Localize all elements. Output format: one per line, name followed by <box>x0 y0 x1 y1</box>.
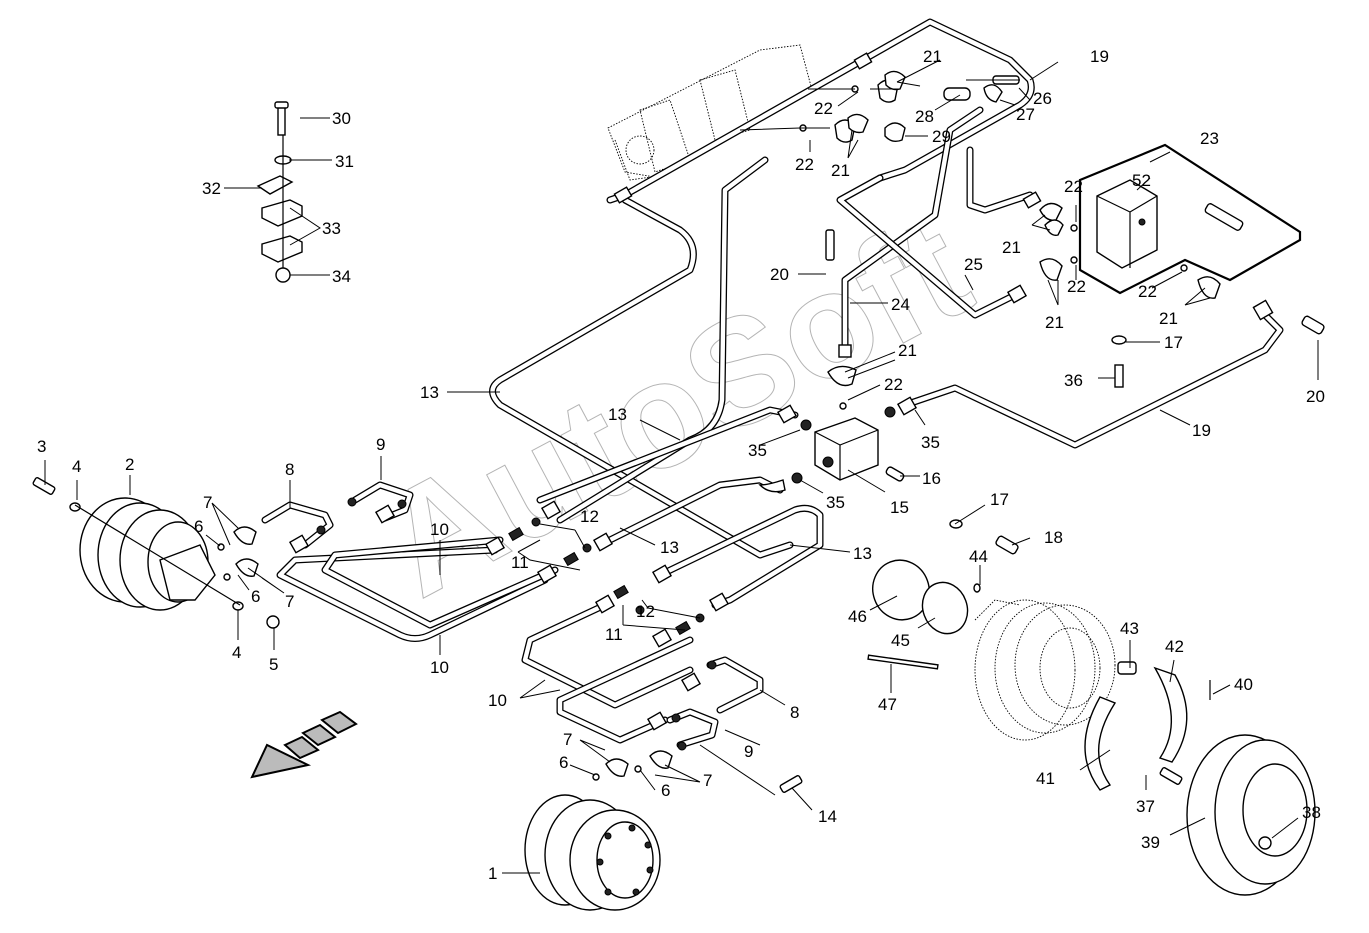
callout-22: 22 <box>1064 177 1083 196</box>
callout-21: 21 <box>898 341 917 360</box>
pipe-13-right-loop <box>656 504 824 609</box>
callout-44: 44 <box>969 547 988 566</box>
callout-6: 6 <box>194 517 203 536</box>
callout-4: 4 <box>232 643 241 662</box>
callout-22: 22 <box>1067 277 1086 296</box>
pipe-clamp-assembly <box>256 101 303 283</box>
callout-36: 36 <box>1064 371 1083 390</box>
travel-motor-right <box>974 599 1116 741</box>
callout-12: 12 <box>580 507 599 526</box>
callout-22: 22 <box>795 155 814 174</box>
callout-23: 23 <box>1200 129 1219 148</box>
callout-22: 22 <box>884 375 903 394</box>
callout-9: 9 <box>376 435 385 454</box>
callout-11: 11 <box>605 625 623 644</box>
callout-41: 41 <box>1036 769 1055 788</box>
callout-11: 11 <box>511 553 529 572</box>
callout-24: 24 <box>891 295 910 314</box>
callout-43: 43 <box>1120 619 1139 638</box>
callout-15: 15 <box>890 498 909 517</box>
callout-20: 20 <box>1306 387 1325 406</box>
callout-35: 35 <box>748 441 767 460</box>
callout-30: 30 <box>332 109 351 128</box>
callout-46: 46 <box>848 607 867 626</box>
valve-block-52 <box>1096 179 1158 269</box>
callout-29: 29 <box>932 127 951 146</box>
callout-7: 7 <box>703 771 712 790</box>
callout-6: 6 <box>661 781 670 800</box>
callout-4: 4 <box>72 457 81 476</box>
callout-6: 6 <box>559 753 568 772</box>
callout-25: 25 <box>964 255 983 274</box>
callout-33: 33 <box>322 219 341 238</box>
fittings <box>32 52 1325 793</box>
callout-1: 1 <box>488 864 497 883</box>
callout-31: 31 <box>335 152 354 171</box>
hydraulic-pump <box>607 44 813 181</box>
callout-14: 14 <box>818 807 837 826</box>
callout-42: 42 <box>1165 637 1184 656</box>
callout-20: 20 <box>770 265 789 284</box>
brake-shoe-42 <box>1153 666 1188 763</box>
callout-19: 19 <box>1192 421 1211 440</box>
callout-8: 8 <box>790 703 799 722</box>
travel-motor-1 <box>524 794 661 911</box>
brake-shoe-41 <box>1084 696 1117 791</box>
callout-40: 40 <box>1234 675 1253 694</box>
callout-13: 13 <box>608 405 627 424</box>
callout-35: 35 <box>921 433 940 452</box>
callout-52: 52 <box>1132 171 1151 190</box>
callout-21: 21 <box>831 161 850 180</box>
callout-34: 34 <box>332 267 351 286</box>
callout-10: 10 <box>430 658 449 677</box>
callout-21: 21 <box>923 47 942 66</box>
callout-13: 13 <box>660 538 679 557</box>
callout-13: 13 <box>853 544 872 563</box>
callout-6: 6 <box>251 587 260 606</box>
callout-47: 47 <box>878 695 897 714</box>
callout-7: 7 <box>285 592 294 611</box>
callout-28: 28 <box>915 107 934 126</box>
callout-38: 38 <box>1302 803 1321 822</box>
callout-13: 13 <box>420 383 439 402</box>
front-direction-arrow-icon <box>250 710 358 779</box>
callout-26: 26 <box>1033 89 1052 108</box>
callout-19: 19 <box>1090 47 1109 66</box>
callout-labels: 1 2 3 4 4 5 6 6 6 6 7 7 7 7 8 8 9 9 10 1… <box>37 47 1325 883</box>
callout-12: 12 <box>636 602 655 621</box>
leader-lines <box>44 59 1319 874</box>
callout-18: 18 <box>1044 528 1063 547</box>
callout-3: 3 <box>37 437 46 456</box>
travel-motor-2 <box>74 497 241 611</box>
callout-17: 17 <box>990 490 1009 509</box>
callout-27: 27 <box>1016 105 1035 124</box>
callout-39: 39 <box>1141 833 1160 852</box>
callout-22: 22 <box>814 99 833 118</box>
manifold-block-15 <box>814 417 879 481</box>
callout-7: 7 <box>563 730 572 749</box>
callout-21: 21 <box>1045 313 1064 332</box>
callout-10: 10 <box>488 691 507 710</box>
callout-8: 8 <box>285 460 294 479</box>
callout-5: 5 <box>269 655 278 674</box>
callout-17: 17 <box>1164 333 1183 352</box>
callout-22: 22 <box>1138 282 1157 301</box>
callout-21: 21 <box>1159 309 1178 328</box>
callout-16: 16 <box>922 469 941 488</box>
callout-21: 21 <box>1002 238 1021 257</box>
callout-37: 37 <box>1136 797 1155 816</box>
callout-9: 9 <box>744 742 753 761</box>
callout-35: 35 <box>826 493 845 512</box>
callout-45: 45 <box>891 631 910 650</box>
callout-10: 10 <box>430 520 449 539</box>
brake-assembly <box>867 559 1316 896</box>
callout-7: 7 <box>203 493 212 512</box>
callout-2: 2 <box>125 455 134 474</box>
callout-32: 32 <box>202 179 221 198</box>
